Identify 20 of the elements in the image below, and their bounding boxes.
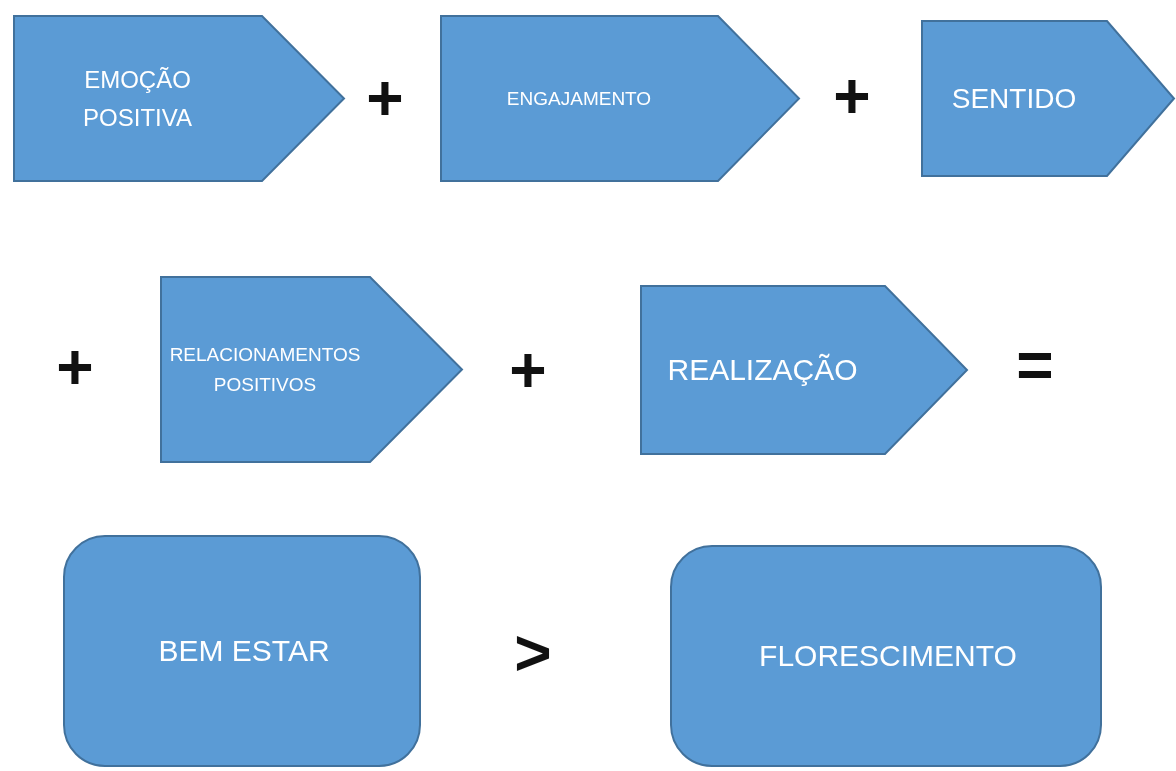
operator-sign: >	[514, 621, 552, 685]
rounded-box	[63, 535, 421, 767]
operator-sign: +	[366, 66, 404, 130]
node-label: EMOÇÃO POSITIVA	[82, 65, 193, 133]
operator-sign: =	[1016, 333, 1054, 397]
node-label: SENTIDO	[950, 81, 1078, 116]
operator-sign: +	[56, 335, 94, 399]
operator-sign: +	[509, 338, 547, 402]
node-label: RELACIONAMENTOS POSITIVOS	[168, 343, 362, 397]
pentagon-arrow-shape	[921, 20, 1175, 177]
rounded-box	[670, 545, 1102, 767]
pentagon-arrow-shape	[160, 276, 463, 463]
node-label: ENGAJAMENTO	[505, 86, 653, 111]
operator-sign: +	[833, 64, 871, 128]
node-label: FLORESCIMENTO	[758, 637, 1018, 674]
node-label: BEM ESTAR	[157, 632, 331, 669]
pentagon-arrow-shape	[13, 15, 345, 182]
node-label: REALIZAÇÃO	[666, 351, 859, 388]
pentagon-arrow-shape	[440, 15, 800, 182]
pentagon-arrow-shape	[640, 285, 968, 455]
